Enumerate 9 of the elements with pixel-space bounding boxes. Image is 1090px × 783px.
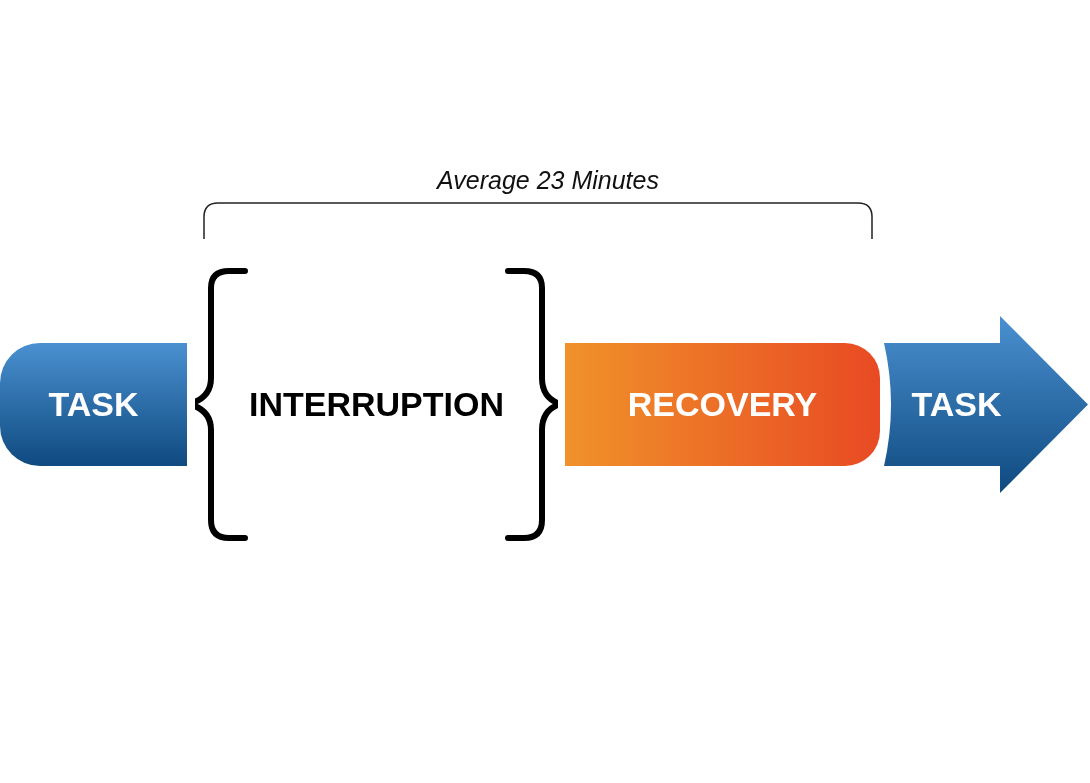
- segment-label: TASK: [47, 384, 140, 425]
- segment-label: RECOVERY: [627, 384, 818, 425]
- duration-label: Average 23 Minutes: [435, 165, 660, 195]
- segment-label: TASK: [911, 384, 1003, 425]
- arrow-shape: [884, 316, 1089, 493]
- curly-braces: [195, 268, 558, 541]
- process-segment: [0, 343, 187, 466]
- segment-label: INTERRUPTION: [249, 384, 504, 425]
- process-segment: [565, 343, 880, 466]
